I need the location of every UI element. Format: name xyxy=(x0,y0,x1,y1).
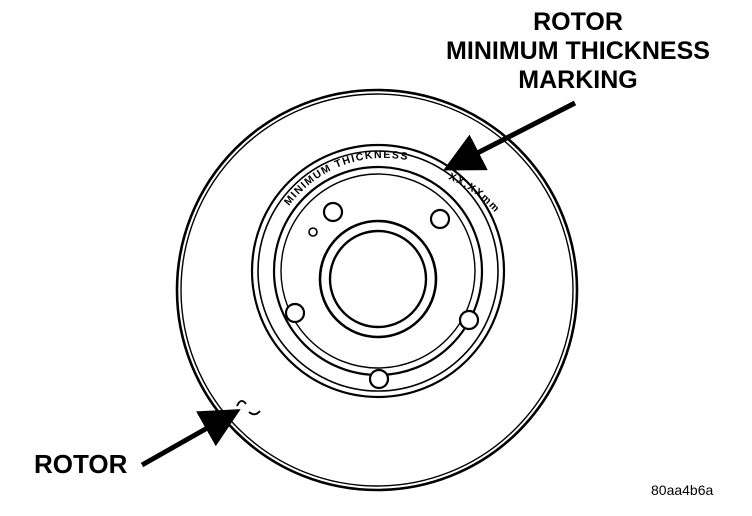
engraved-min-thickness-value: XX.XXmm xyxy=(447,171,503,216)
hat-ring-4 xyxy=(280,173,476,369)
rotor-outer-edge xyxy=(175,88,579,492)
rotor-disc xyxy=(175,88,579,492)
hat-ring-1 xyxy=(250,143,506,399)
hub-bore-outer xyxy=(318,219,438,339)
rotor-outer-edge-inner-line xyxy=(180,93,574,487)
lug-holes xyxy=(284,201,480,390)
hat-ring-3 xyxy=(272,165,484,377)
callout-line: MINIMUM THICKNESS xyxy=(446,37,710,65)
callout-line: MARKING xyxy=(518,66,638,94)
leader-arrows xyxy=(140,100,577,468)
rotor-hat xyxy=(250,143,506,399)
rotor-callout: ROTOR xyxy=(34,449,128,479)
rotor-arrow xyxy=(140,409,241,468)
rotor-edge-symbol xyxy=(236,400,261,416)
lug-hole xyxy=(458,309,480,331)
hat-ring-2 xyxy=(257,150,499,392)
lug-hole xyxy=(284,302,306,324)
lug-hole xyxy=(368,368,390,390)
lug-hole xyxy=(429,208,451,230)
marking-arrow xyxy=(443,100,577,171)
lug-hole xyxy=(322,201,344,223)
callout-line: ROTOR xyxy=(533,8,623,36)
locator-hole xyxy=(308,227,318,237)
min-thickness-marking-callout: ROTOR MINIMUM THICKNESS MARKING xyxy=(430,8,726,95)
figure-code: 80aa4b6a xyxy=(651,482,714,498)
hub-bore-inner xyxy=(328,229,428,329)
